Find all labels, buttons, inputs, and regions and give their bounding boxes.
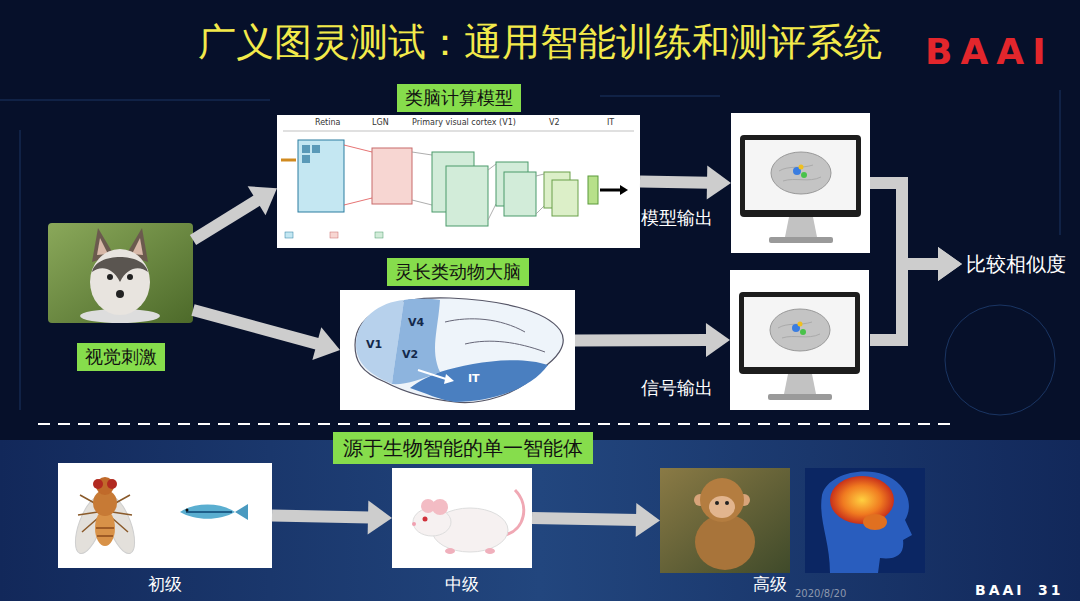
page-number: 31 [1038, 582, 1063, 599]
monitor-panel: 信号输出 [730, 270, 870, 410]
arrow-head [706, 323, 730, 357]
arrow-shaft [193, 310, 319, 344]
arrow-shaft [532, 518, 638, 520]
monkey-image [660, 468, 790, 573]
arrow-connector [532, 503, 660, 537]
stage-label: IT [607, 118, 614, 128]
arrow-shaft [575, 334, 708, 346]
arrow-connector [272, 501, 392, 535]
stage-label: V2 [549, 118, 560, 128]
level-label: 高级 [753, 574, 787, 594]
date-stamp: 2020/8/20 [795, 588, 846, 600]
arrow-shaft [870, 264, 940, 340]
logo-text: BAAI [925, 30, 1054, 73]
decor-lines [0, 90, 1060, 415]
image-panel: 高级 [660, 468, 925, 573]
arrow-connector [193, 310, 340, 360]
fly-fish-image [58, 463, 272, 568]
result-text: 比较相似度 [962, 250, 1070, 278]
arrow-connector [870, 247, 962, 340]
slide-title: 广义图灵测试：通用智能训练和测评系统 [198, 20, 882, 66]
arrow-head [707, 166, 731, 200]
green-label: 类脑计算模型 [397, 84, 521, 112]
green-label: 灵长类动物大脑 [387, 258, 529, 286]
human-brain-image [805, 468, 925, 573]
area-label: IT [468, 372, 480, 385]
dog-image [48, 223, 193, 323]
output-label: 模型输出 [641, 207, 713, 229]
image-panel: 灵长类动物大脑V1V4V2IT [340, 290, 575, 410]
monitor-panel: 模型输出 [731, 113, 870, 253]
footer-logo: BAAI [975, 582, 1025, 599]
area-label: V2 [402, 348, 418, 361]
dashed-divider [38, 423, 958, 425]
arrow-head [248, 186, 277, 215]
result-node: 比较相似度 [962, 250, 1070, 278]
mouse-image [392, 468, 532, 568]
section-heading: 源于生物智能的单一智能体 [333, 432, 593, 464]
arrow-shaft [272, 516, 370, 518]
brain-model-figure [277, 115, 640, 248]
image-panel: 中级 [392, 468, 532, 568]
level-label: 中级 [445, 574, 479, 594]
primate-brain-figure [340, 290, 575, 410]
stage-label: Retina [315, 118, 340, 128]
arrow-connector [640, 166, 731, 200]
arrow-shaft [870, 183, 940, 264]
arrow-head [938, 247, 962, 281]
image-panel: 初级 [58, 463, 272, 568]
arrow-shaft [640, 182, 709, 183]
image-panel: 类脑计算模型RetinaLGNPrimary visual cortex (V1… [277, 115, 640, 248]
bottom-band [0, 440, 1080, 601]
arrow-connector [193, 186, 277, 240]
arrow-connector [575, 323, 730, 357]
arrow-head [368, 501, 392, 535]
stage-label: Primary visual cortex (V1) [412, 118, 516, 128]
arrow-shaft [193, 200, 258, 240]
stage-label: LGN [372, 118, 389, 128]
level-label: 初级 [148, 574, 182, 594]
monitor-image [730, 270, 869, 410]
image-panel: 视觉刺激 [48, 223, 193, 323]
arrow-head [938, 247, 962, 281]
arrow-head [636, 503, 660, 537]
monitor-image [731, 113, 870, 253]
output-label: 信号输出 [641, 377, 713, 399]
arrow-head [312, 327, 340, 360]
area-label: V4 [408, 316, 424, 329]
green-label: 视觉刺激 [77, 343, 165, 371]
area-label: V1 [366, 338, 382, 351]
